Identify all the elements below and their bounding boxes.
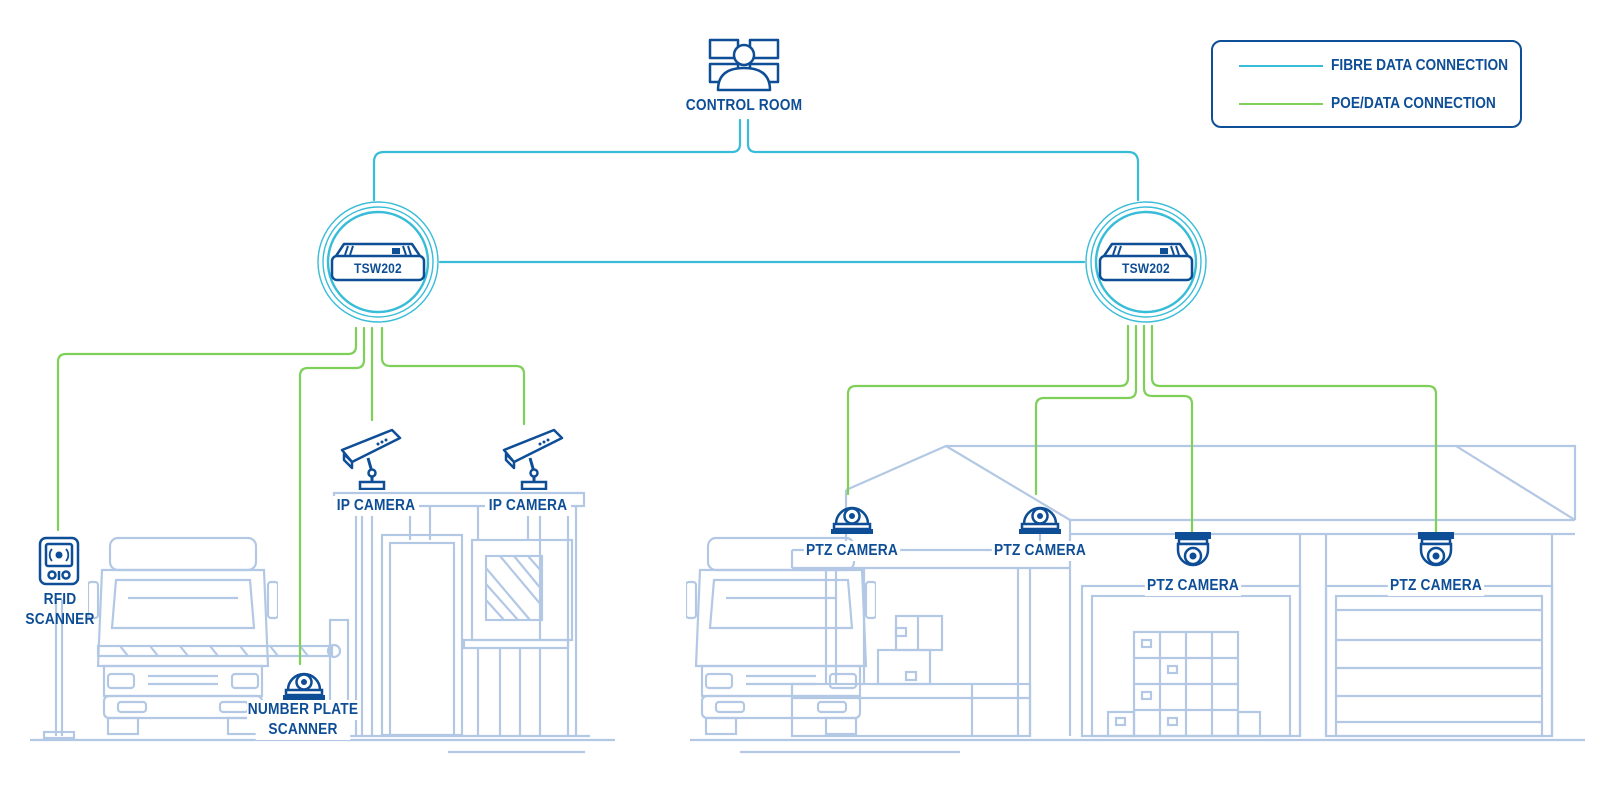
poe-connections	[56, 324, 1438, 666]
ip-camera-2-label: IP CAMERA	[485, 496, 571, 516]
rfid-label-line1: RFID	[43, 591, 77, 608]
legend-poe-label: POE/DATA CONNECTION	[1331, 95, 1496, 112]
legend-fibre-label: FIBRE DATA CONNECTION	[1331, 57, 1509, 74]
switch-left[interactable]	[317, 201, 439, 323]
poe-to-rfid	[56, 326, 358, 532]
legend-poe-swatch	[1239, 103, 1323, 105]
poe-to-ptz-4	[1150, 324, 1438, 534]
poe-to-ptz-1	[846, 324, 1130, 496]
legend: FIBRE DATA CONNECTION POE/DATA CONNECTIO…	[1211, 40, 1522, 128]
legend-poe: POE/DATA CONNECTION	[1213, 93, 1520, 115]
fibre-connections	[372, 118, 1140, 264]
bullet-camera-icon[interactable]	[502, 428, 564, 490]
legend-fibre: FIBRE DATA CONNECTION	[1213, 55, 1520, 77]
operator-icon[interactable]	[708, 38, 780, 92]
poe-to-ip-camera-2	[380, 326, 526, 426]
plate-label-line1: NUMBER PLATE	[247, 700, 359, 720]
ptz-camera-4-label: PTZ CAMERA	[1387, 576, 1485, 596]
poe-to-ptz-2	[1034, 324, 1138, 496]
ptz-camera-2-label: PTZ CAMERA	[991, 541, 1089, 561]
switch-right[interactable]	[1085, 201, 1207, 323]
ptz-camera-1-label: PTZ CAMERA	[803, 541, 901, 561]
ip-camera-1-label: IP CAMERA	[333, 496, 419, 516]
fibre-control-to-right-switch	[746, 118, 1140, 202]
poe-to-plate-scanner	[298, 326, 366, 666]
plate-label-line2: SCANNER	[255, 720, 351, 740]
switch-right-label: TSW202	[1122, 260, 1170, 276]
fibre-control-to-left-switch	[372, 118, 742, 202]
dome-camera-icon[interactable]	[830, 506, 874, 536]
ptz-camera-3-label: PTZ CAMERA	[1144, 576, 1242, 596]
ceiling-ptz-icon[interactable]	[1173, 530, 1213, 567]
legend-fibre-swatch	[1239, 65, 1323, 67]
dome-camera-icon[interactable]	[282, 672, 326, 702]
bullet-camera-icon[interactable]	[340, 428, 402, 490]
rfid-label-line2: SCANNER	[25, 611, 95, 628]
switch-left-label: TSW202	[354, 260, 402, 276]
rfid-reader-icon[interactable]	[38, 536, 80, 586]
ceiling-ptz-icon[interactable]	[1416, 530, 1456, 567]
poe-to-ptz-3	[1142, 324, 1194, 534]
control-room-label: CONTROL ROOM	[685, 97, 803, 114]
